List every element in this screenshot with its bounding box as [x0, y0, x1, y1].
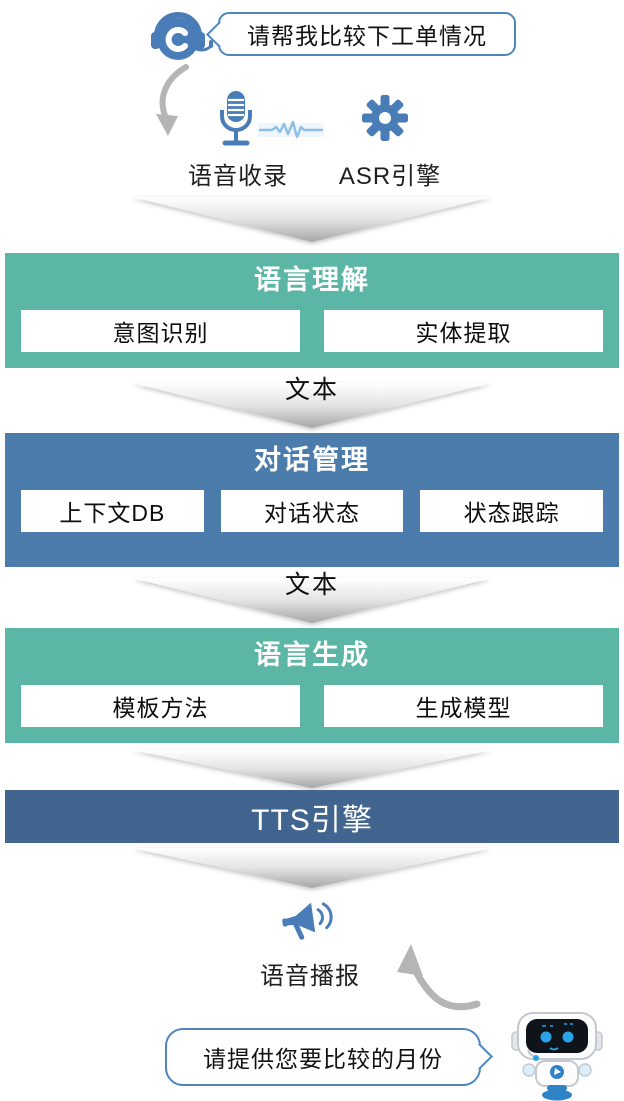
dm-block-row: 上下文DB 对话状态 状态跟踪	[21, 490, 604, 533]
chevron-shape	[132, 848, 492, 888]
chevron-text-label: 文本	[284, 571, 339, 599]
dialog-management-block: 对话管理 上下文DB 对话状态 状态跟踪	[5, 433, 619, 567]
nlg-block-title: 语言生成	[254, 640, 370, 670]
bot-speech-bubble: 请提供您要比较的月份	[165, 1028, 493, 1086]
nlg-cell-generative: 生成模型	[324, 685, 603, 728]
curved-arrow-down-icon	[152, 64, 198, 146]
nlg-block: 语言生成 模板方法 生成模型	[5, 628, 619, 743]
dm-block-title: 对话管理	[254, 445, 370, 475]
curved-arrow-up-icon	[385, 938, 485, 1016]
tts-engine-label: TTS引擎	[251, 803, 373, 837]
nlu-cell-entity: 实体提取	[324, 310, 603, 353]
robot-icon	[498, 1008, 616, 1101]
user-speech-bubble: 请帮我比较下工单情况	[206, 12, 516, 56]
nlu-cell-intent: 意图识别	[21, 310, 300, 353]
flow-chevron-3	[132, 848, 492, 888]
bot-speech-text: 请提供您要比较的月份	[203, 1046, 443, 1072]
dm-cell-context-db: 上下文DB	[21, 490, 204, 533]
dm-cell-dialog-state: 对话状态	[220, 490, 404, 533]
voice-record-label: 语音收录	[188, 163, 288, 190]
nlu-block: 语言理解 意图识别 实体提取	[5, 253, 619, 368]
tts-engine-bar: TTS引擎	[5, 790, 619, 843]
asr-engine-label: ASR引擎	[338, 163, 442, 190]
nlu-block-row: 意图识别 实体提取	[21, 310, 603, 353]
nlg-cell-template: 模板方法	[21, 685, 300, 728]
user-speech-text: 请帮我比较下工单情况	[247, 23, 487, 49]
nlg-block-row: 模板方法 生成模型	[21, 685, 603, 728]
gear-icon	[360, 93, 410, 143]
flow-chevron-2	[132, 750, 492, 788]
waveform-icon	[258, 116, 324, 144]
chevron-shape	[132, 750, 492, 788]
megaphone-icon	[280, 898, 342, 950]
dm-cell-state-tracking: 状态跟踪	[420, 490, 604, 533]
flow-chevron-text-2: 文本	[132, 571, 492, 623]
speech-bubble-tail	[466, 1043, 493, 1070]
flow-chevron-text-1: 文本	[132, 376, 492, 428]
flow-chevron-1	[132, 197, 492, 242]
microphone-icon	[216, 90, 256, 150]
chevron-text-label: 文本	[284, 376, 339, 404]
chevron-shape	[132, 197, 492, 242]
nlu-block-title: 语言理解	[254, 265, 370, 295]
voice-broadcast-label: 语音播报	[260, 963, 360, 990]
agent-headset-icon	[146, 6, 214, 66]
